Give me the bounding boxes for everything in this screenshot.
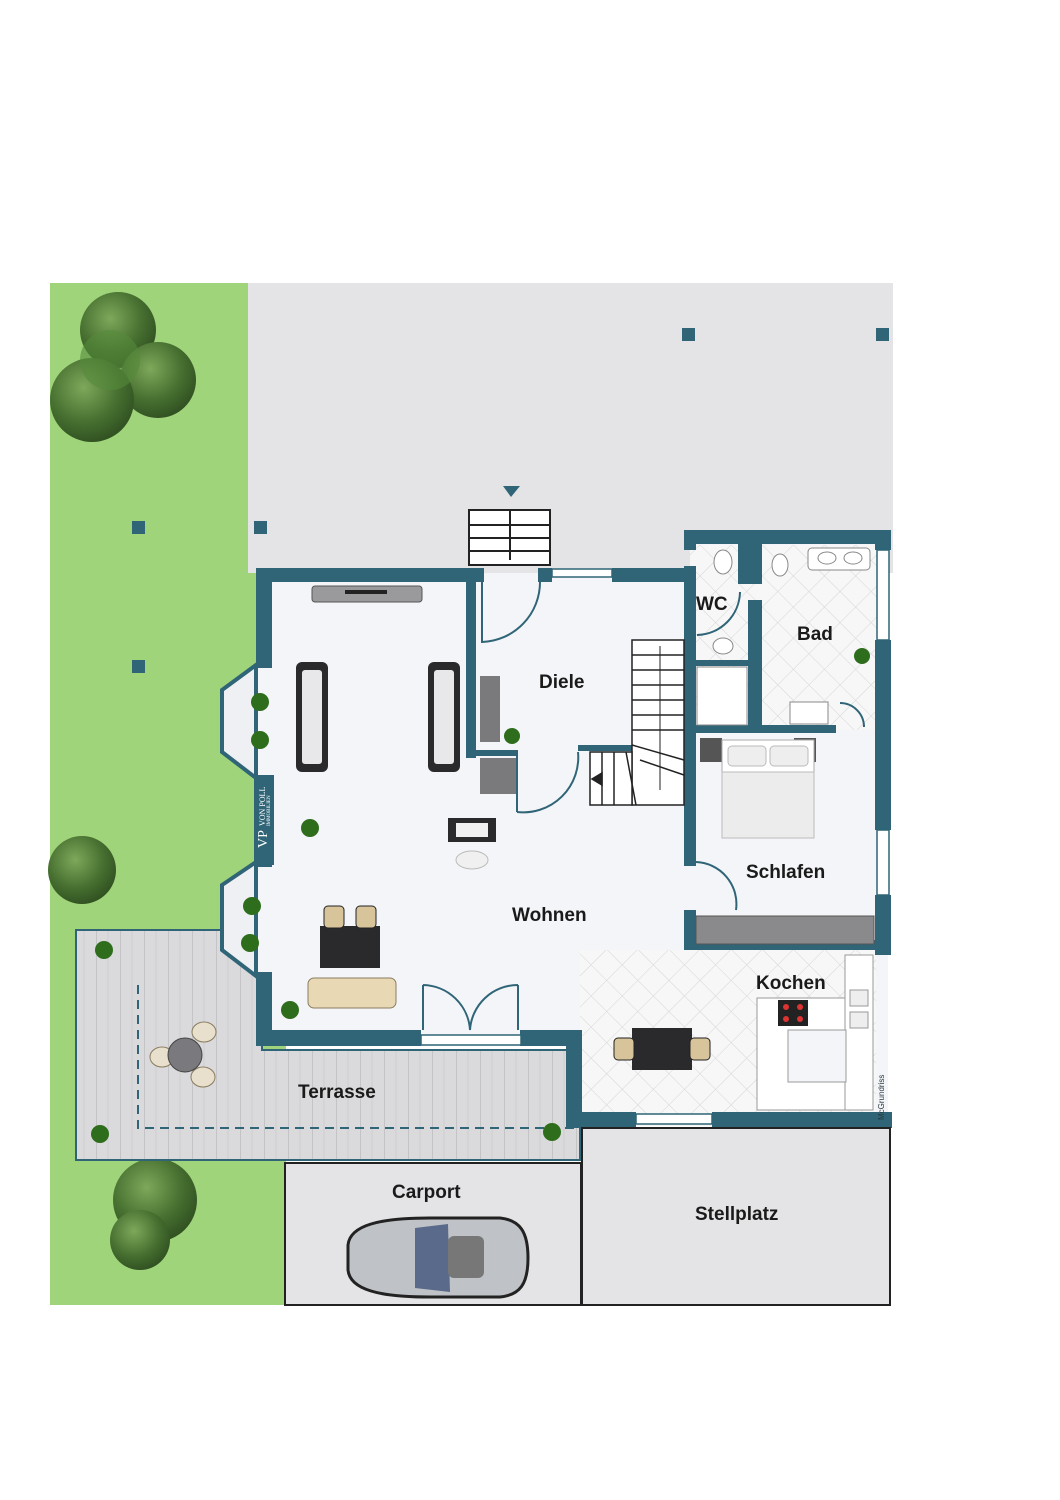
staircase	[589, 639, 685, 806]
logo-name: VON POLL	[258, 786, 267, 826]
room-label-kochen: Kochen	[756, 973, 826, 994]
terrace-table-icon	[149, 1021, 217, 1088]
room-label-carport: Carport	[392, 1182, 461, 1203]
room-label-stellplatz: Stellplatz	[695, 1204, 779, 1225]
room-label-schlafen: Schlafen	[746, 862, 826, 883]
logo-monogram: VP	[256, 830, 271, 848]
room-label-wc: WC	[696, 594, 728, 615]
door-swings	[422, 581, 865, 1031]
kitchen-fixtures	[613, 954, 874, 1111]
wardrobe	[695, 915, 875, 945]
entrance-steps	[468, 486, 551, 566]
credit-label: McGrundriss	[877, 1074, 886, 1120]
tree-icon	[50, 292, 196, 442]
living-furniture	[296, 585, 516, 1009]
tree-icon	[48, 836, 116, 904]
forecourt	[248, 283, 893, 573]
walls	[256, 530, 892, 1128]
room-label-diele: Diele	[539, 672, 585, 693]
room-label-bad: Bad	[797, 624, 833, 645]
plant-icon	[91, 648, 870, 1143]
bath-fixtures	[696, 547, 871, 726]
entrance-arrow-icon	[503, 486, 520, 497]
room-label-terrasse: Terrasse	[298, 1082, 376, 1103]
car-icon	[346, 1216, 530, 1299]
bed-icon	[700, 738, 816, 839]
logo-sub: IMMOBILIEN	[267, 795, 272, 826]
stellplatz-area	[581, 1127, 891, 1306]
tree-icon	[110, 1158, 197, 1270]
logo	[254, 775, 274, 865]
room-label-wohnen: Wohnen	[512, 905, 587, 926]
windows	[420, 549, 890, 1125]
